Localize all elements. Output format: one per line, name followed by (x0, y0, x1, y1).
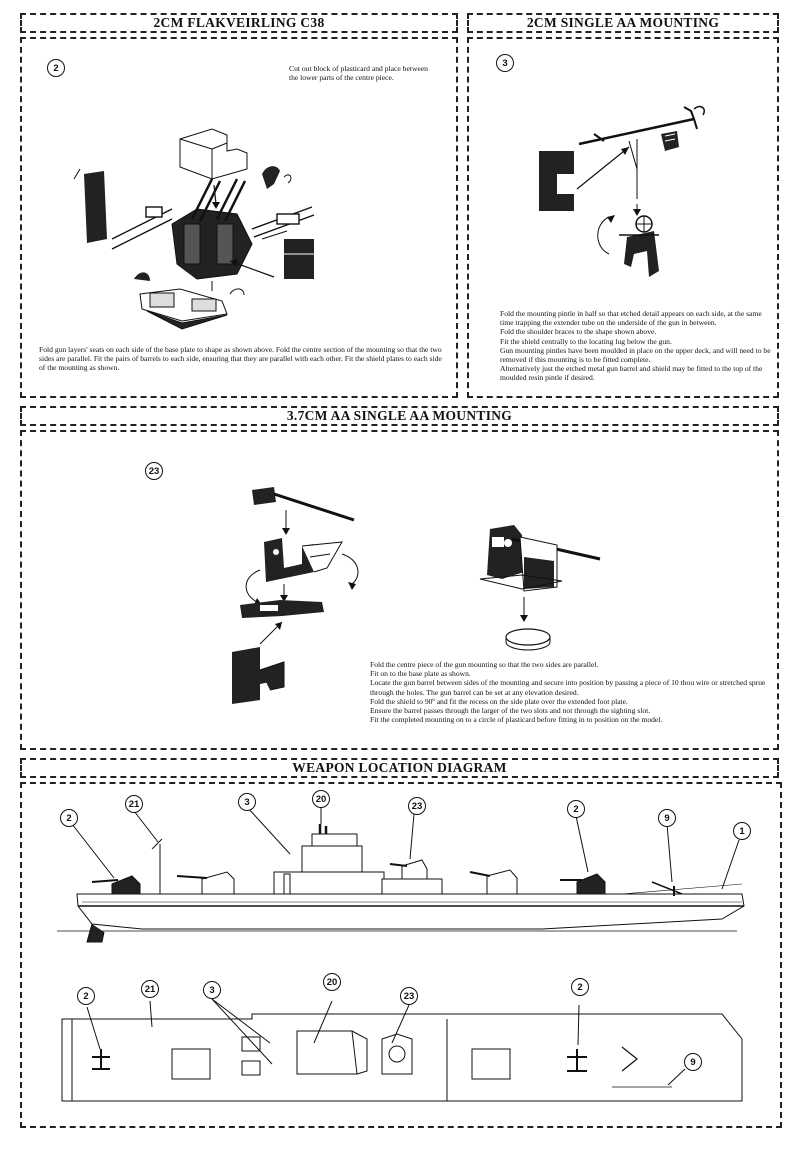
instruction-line: Fold the centre piece of the gun mountin… (370, 660, 599, 669)
top-note: Cut out block of plasticard and place be… (289, 64, 428, 83)
location-label: 20 (312, 790, 330, 808)
aa37-instructions: Fold the centre piece of the gun mountin… (370, 660, 768, 724)
flak-assembly-drawing (73, 128, 315, 330)
location-label: 21 (125, 795, 143, 813)
location-label: 9 (684, 1053, 702, 1071)
instruction-line: Fold the shoulder braces to the shape sh… (500, 327, 657, 337)
location-label: 3 (203, 981, 221, 999)
header-flakveirling: 2CM FLAKVEIRLING C38 (20, 13, 458, 33)
location-label: 2 (77, 987, 95, 1005)
panel-weapon-location: 2 21 3 20 23 2 9 1 (20, 782, 782, 1128)
instruction-line: Fit the completed mounting on to a circl… (370, 715, 663, 725)
panel-single-aa: 3 Fold the mounting pintle in half so th… (467, 37, 779, 398)
single-aa-drawing (539, 105, 706, 277)
location-label: 2 (567, 800, 585, 818)
aa37-assembled-drawing (479, 525, 601, 651)
instruction-line: Alternatively just the etched metal gun … (500, 364, 763, 383)
instruction-line: Fold the mounting pintle in half so that… (500, 309, 762, 328)
header-37cm-aa: 3.7CM AA SINGLE AA MOUNTING (20, 406, 779, 426)
instruction-line: Ensure the barrel passes through the lar… (370, 706, 651, 716)
ship-side-view (57, 806, 745, 943)
location-label: 9 (658, 809, 676, 827)
header-weapon-location: WEAPON LOCATION DIAGRAM (20, 758, 779, 778)
location-label: 1 (733, 822, 751, 840)
location-label: 3 (238, 793, 256, 811)
instruction-line: Fold the shield to 90º and fit the reces… (370, 696, 628, 706)
location-label: 20 (323, 973, 341, 991)
step-number: 23 (145, 462, 163, 480)
header-single-aa: 2CM SINGLE AA MOUNTING (467, 13, 779, 33)
panel-37cm-aa: 23 (20, 430, 779, 750)
panel-flakveirling: 2 Cut out block of plasticard and place … (20, 37, 458, 398)
single-aa-instructions: Fold the mounting pintle in half so that… (500, 309, 775, 383)
location-label: 2 (60, 809, 78, 827)
location-label: 23 (408, 797, 426, 815)
step-number: 2 (47, 59, 65, 77)
instruction-line: Fit on to the base plate as shown. (370, 669, 471, 679)
location-label: 23 (400, 987, 418, 1005)
aa37-exploded-drawing (232, 487, 359, 704)
instruction-line: Gun mounting pintles have been moulded i… (500, 345, 771, 365)
flak-instructions: Fold gun layers' seats on each side of t… (39, 345, 442, 373)
step-number: 3 (496, 54, 514, 72)
location-label: 21 (141, 980, 159, 998)
instruction-line: Fit the shield centrally to the locating… (500, 336, 672, 346)
instruction-line: Locate the gun barrel between sides of t… (370, 678, 766, 697)
ship-plan-view (61, 998, 743, 1102)
location-label: 2 (571, 978, 589, 996)
